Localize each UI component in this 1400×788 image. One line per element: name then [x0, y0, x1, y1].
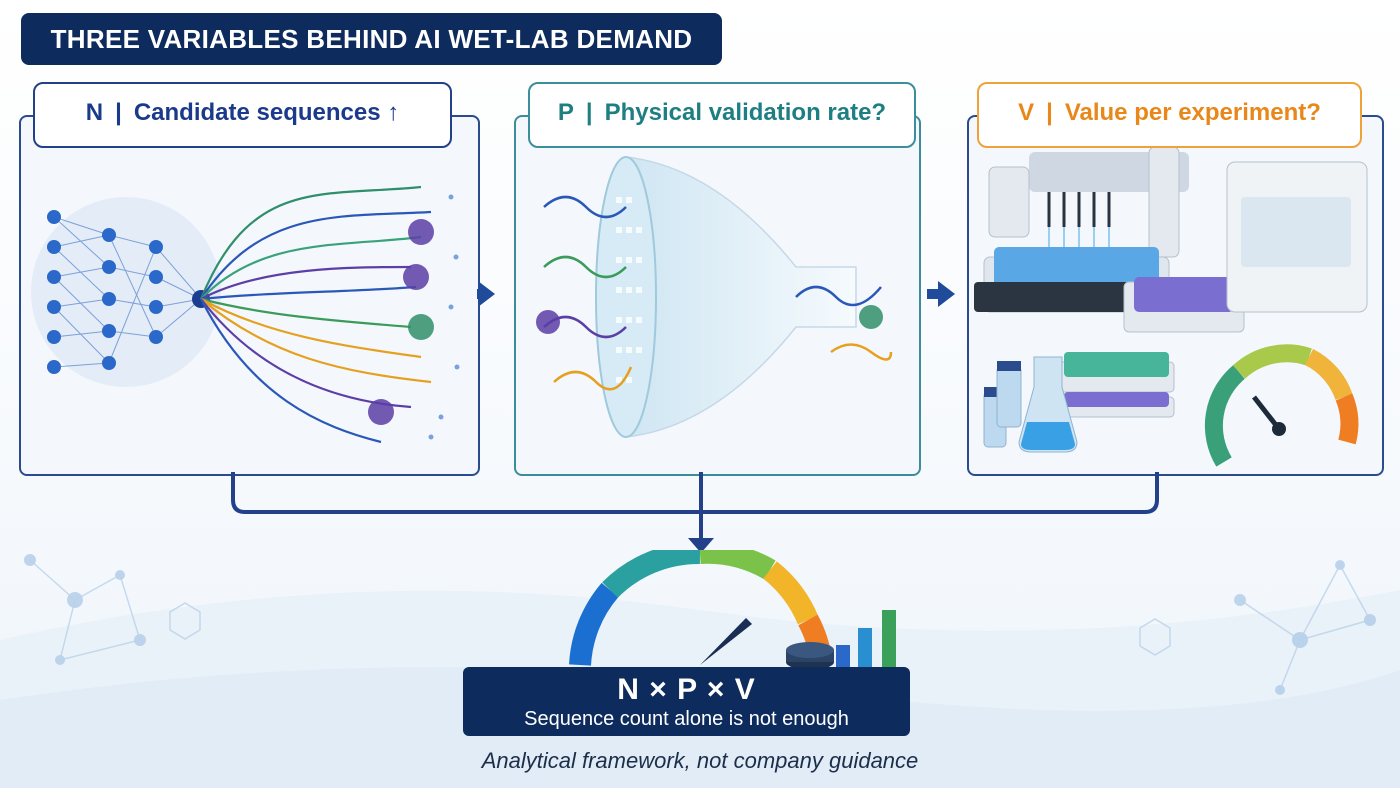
arrow-right-icon [938, 281, 955, 307]
arrow-right-icon [478, 281, 495, 307]
label-n: N | Candidate sequences ↑ [33, 82, 452, 148]
result-panel: N × P × V Sequence count alone is not en… [463, 667, 910, 736]
coin-stack-icon [786, 642, 834, 670]
variable-letter-v: V [1018, 99, 1035, 126]
funnel-icon [536, 156, 893, 438]
panel-value-per-experiment [967, 115, 1384, 476]
neural-network-icon [31, 185, 460, 444]
label-text-p: Physical validation rate? [604, 99, 887, 126]
lab-equipment-illustration [974, 146, 1368, 467]
formula: N × P × V [617, 673, 756, 706]
footnote: Analytical framework, not company guidan… [481, 748, 919, 773]
label-separator: | [585, 99, 593, 126]
result-subtitle: Sequence count alone is not enough [524, 708, 849, 730]
vial-icon [983, 361, 1022, 448]
gauge-icon [1204, 344, 1359, 467]
variable-letter-n: N [85, 99, 104, 126]
label-separator: | [1046, 99, 1053, 126]
label-separator: | [115, 99, 122, 126]
protein-icon [536, 310, 560, 334]
protein-icon [859, 305, 883, 329]
panel-physical-validation [514, 115, 921, 476]
well-plate-icon [974, 247, 1245, 418]
page-title: THREE VARIABLES BEHIND AI WET-LAB DEMAND [21, 13, 722, 65]
panel-candidate-sequences [19, 115, 480, 476]
gauge-needle [700, 618, 752, 665]
label-p: P | Physical validation rate? [528, 82, 916, 148]
label-v: V | Value per experiment? [977, 82, 1362, 148]
variable-letter-p: P [557, 99, 574, 126]
protein-icon [368, 219, 434, 425]
label-text-n: Candidate sequences [133, 99, 381, 126]
gauge-icon [569, 550, 896, 680]
label-text-v: Value per experiment? [1064, 99, 1321, 126]
arrow-up-icon: ↑ [387, 99, 400, 126]
